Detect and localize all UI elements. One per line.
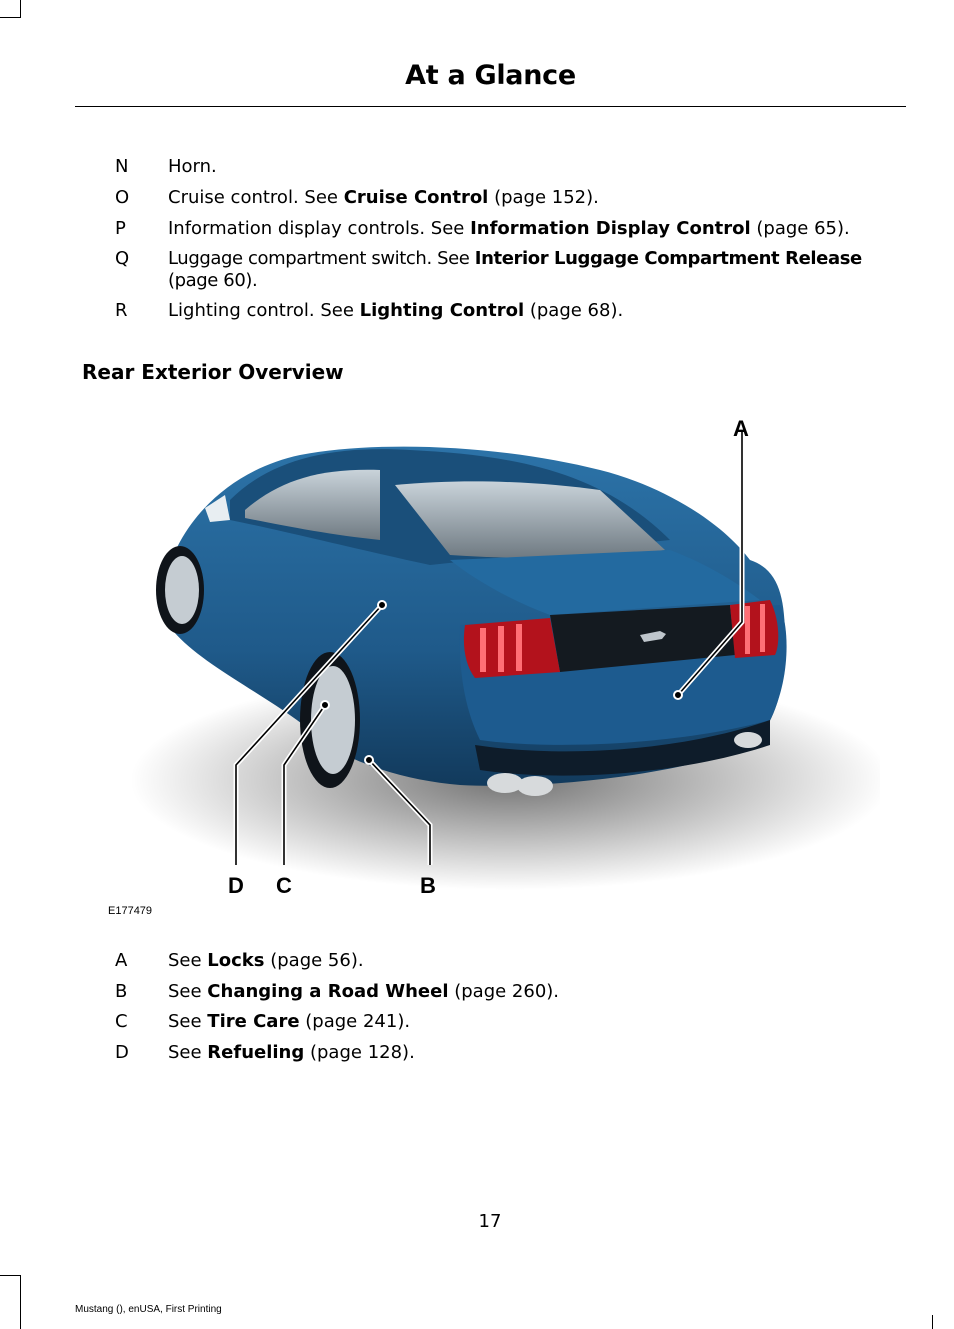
cross-reference[interactable]: Lighting Control (359, 300, 525, 321)
crop-mark (20, 0, 21, 18)
item-letter: N (115, 156, 129, 177)
crop-mark (0, 17, 20, 18)
callout-dot (320, 700, 330, 710)
item-letter: P (115, 218, 126, 239)
item-description: See Tire Care (page 241). (168, 1011, 411, 1032)
section-heading: Rear Exterior Overview (82, 360, 344, 384)
exhaust-tip (734, 732, 762, 748)
item-letter: Q (115, 248, 130, 269)
callout-dot (364, 755, 374, 765)
title-divider (75, 106, 906, 107)
rear-diffuser (475, 720, 770, 776)
cross-reference[interactable]: Tire Care (207, 1011, 300, 1032)
crop-mark (0, 1275, 20, 1276)
item-letter: A (115, 950, 128, 971)
item-letter: R (115, 300, 128, 321)
page-title: At a Glance (405, 60, 576, 91)
car-rear-illustration (130, 430, 880, 890)
item-description: See Changing a Road Wheel (page 260). (168, 981, 560, 1002)
rear-wheel (300, 652, 360, 788)
callout-dot (377, 600, 387, 610)
callout-label-b: B (420, 873, 436, 898)
item-description: Luggage compartment switch. See Interior… (168, 248, 862, 291)
trunk-lid (450, 550, 760, 615)
cross-reference[interactable]: Information Display Control (470, 218, 751, 239)
page-number: 17 (478, 1211, 502, 1232)
footer-edition: Mustang (), enUSA, First Printing (75, 1304, 222, 1315)
figure-code: E177479 (108, 905, 153, 917)
callout-label-c: C (276, 873, 292, 898)
item-description: Horn. (168, 156, 217, 177)
item-letter: B (115, 981, 128, 1002)
item-letter: C (115, 1011, 128, 1032)
crop-mark (20, 1275, 21, 1329)
crop-mark (932, 1315, 933, 1329)
exhaust-tip (487, 773, 523, 793)
cross-reference[interactable]: Locks (207, 950, 265, 971)
item-letter: D (115, 1042, 129, 1063)
pony-emblem-icon (640, 631, 666, 642)
item-description: Information display controls. See Inform… (168, 218, 850, 239)
left-taillight (463, 618, 560, 678)
item-description: See Locks (page 56). (168, 950, 364, 971)
cross-reference[interactable]: Interior Luggage Compartment Release (474, 248, 862, 269)
callout-label-a: A (733, 416, 749, 441)
side-window (245, 469, 380, 540)
cross-reference[interactable]: Changing a Road Wheel (207, 981, 449, 1002)
side-mirror (205, 495, 230, 522)
item-description: Cruise control. See Cruise Control (page… (168, 187, 599, 208)
front-wheel (156, 546, 204, 634)
cross-reference[interactable]: Refueling (207, 1042, 305, 1063)
callout-leader (235, 430, 743, 865)
callout-dot (673, 690, 683, 700)
item-description: See Refueling (page 128). (168, 1042, 415, 1063)
rear-window (395, 481, 665, 558)
item-letter: O (115, 187, 130, 208)
exhaust-tip (517, 776, 553, 796)
cross-reference[interactable]: Cruise Control (343, 187, 489, 208)
callout-label-d: D (228, 873, 244, 898)
item-description: Lighting control. See Lighting Control (… (168, 300, 624, 321)
